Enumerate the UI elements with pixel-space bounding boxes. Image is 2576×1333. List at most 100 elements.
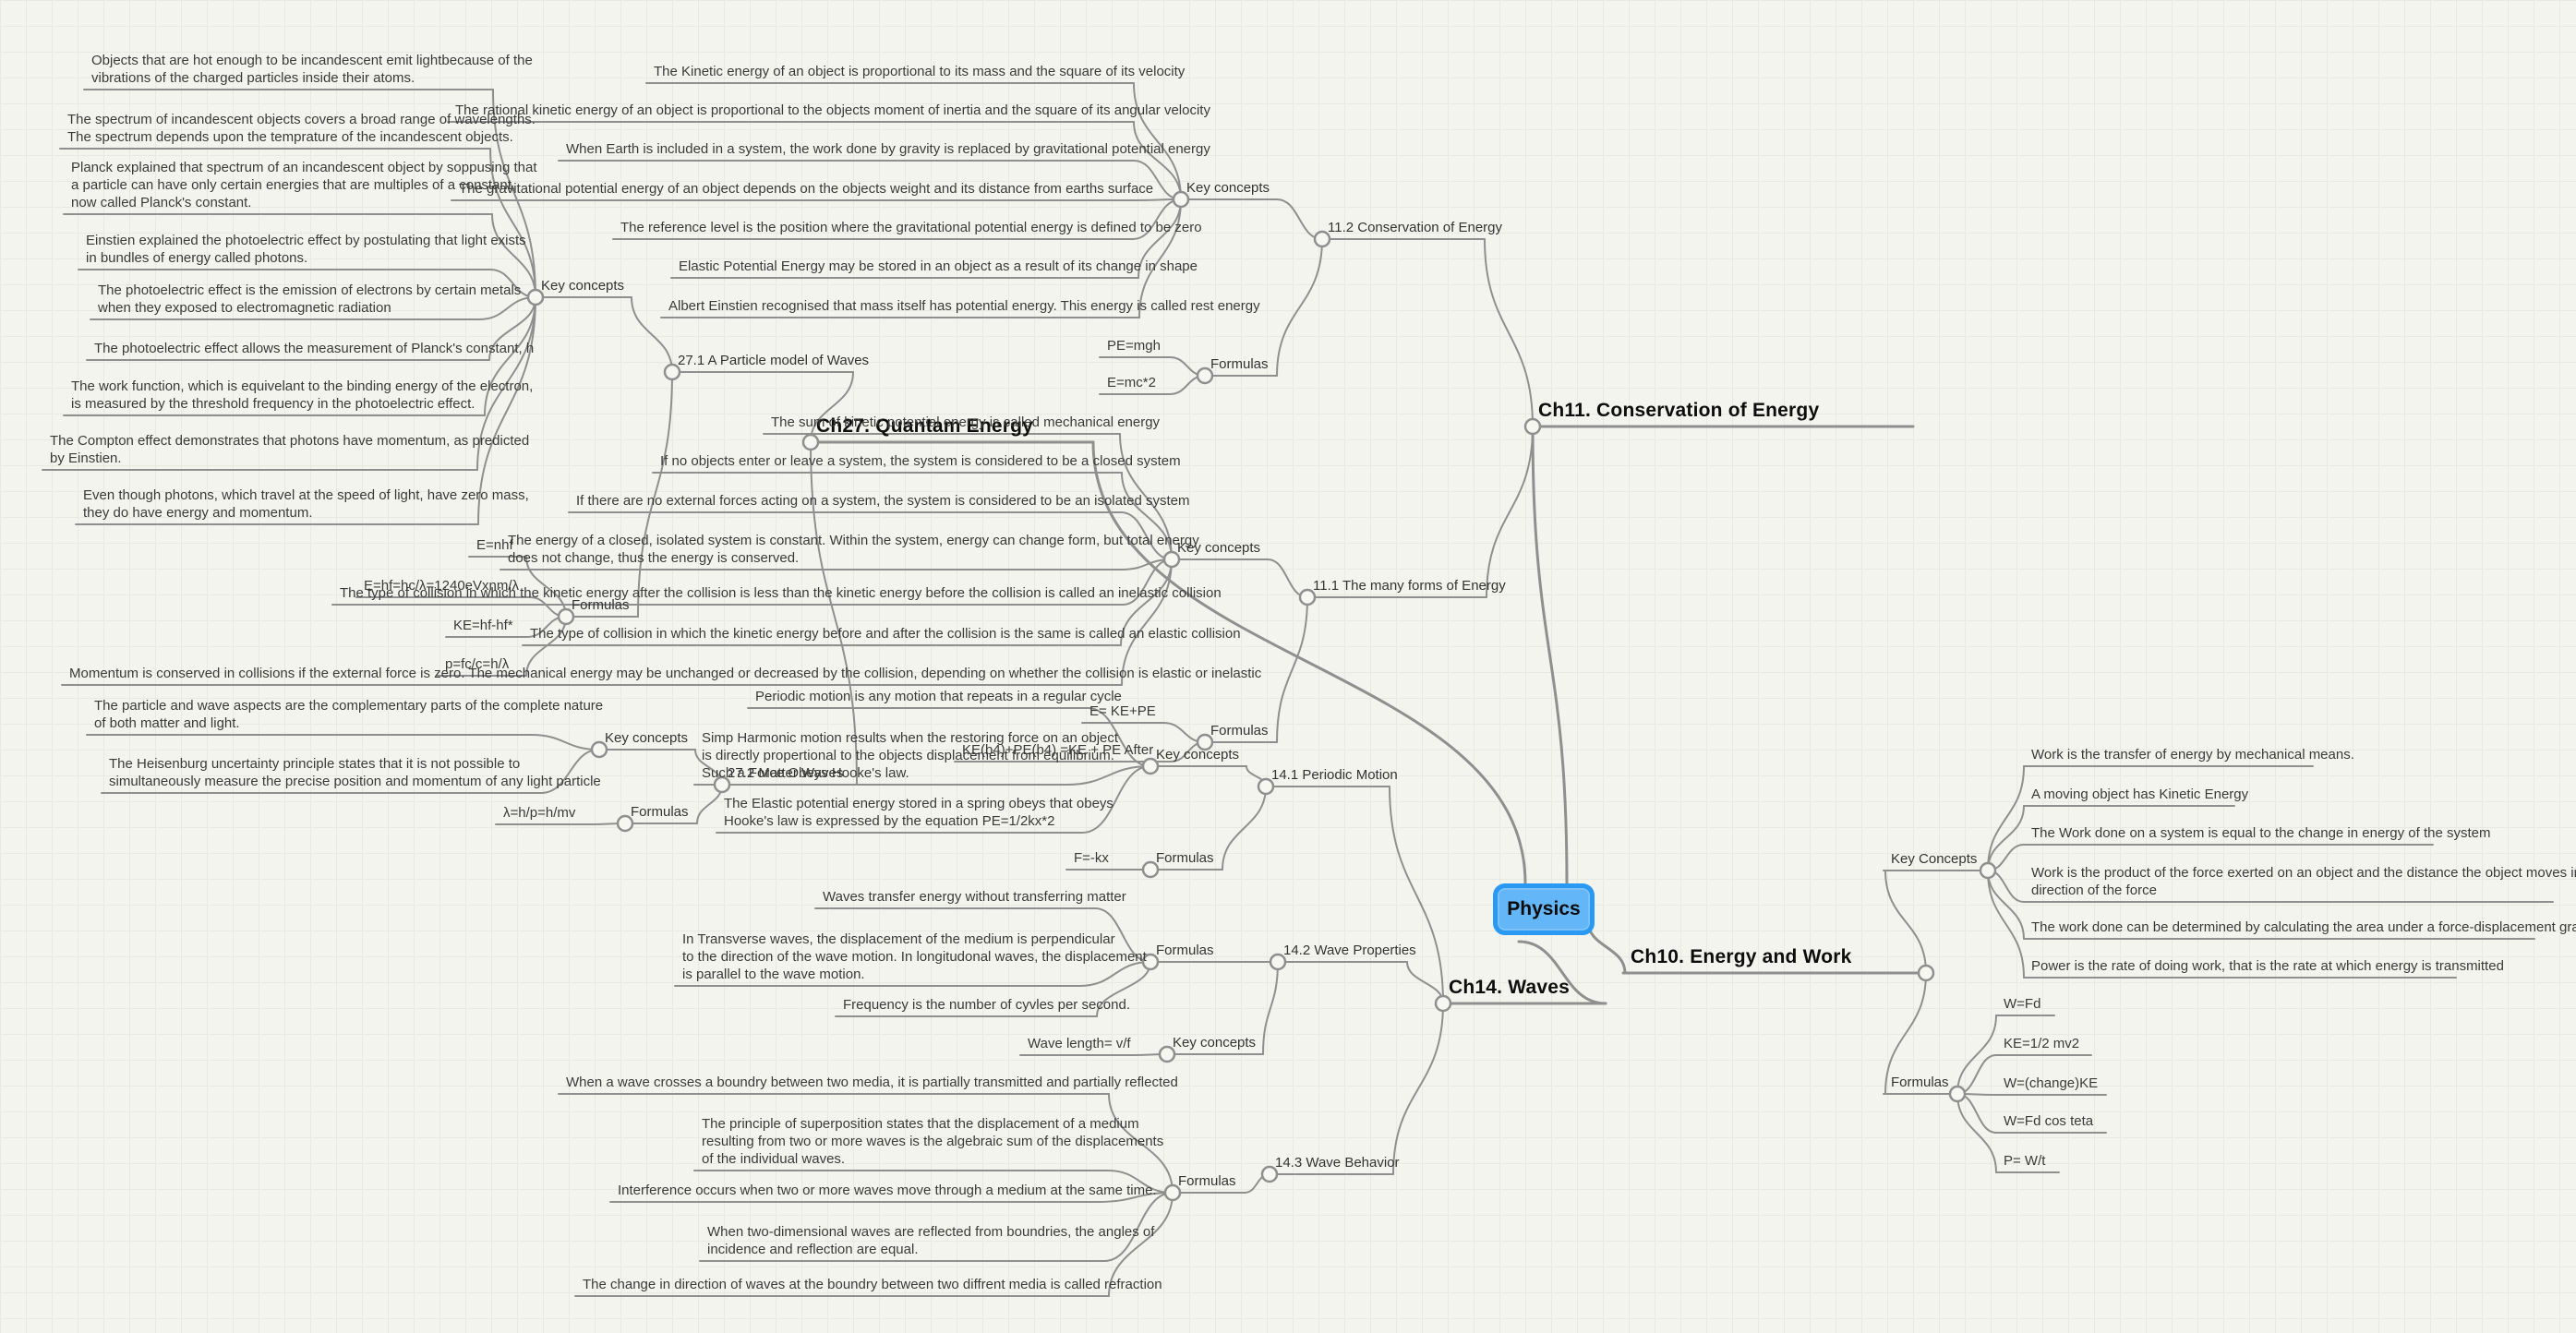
topic-q8[interactable]: The Compton effect demonstrates that pho… [50, 432, 529, 467]
topic-k4[interactable]: Work is the product of the force exerted… [2031, 864, 2576, 899]
topic-q3[interactable]: Planck explained that spectrum of an inc… [71, 159, 537, 211]
topic-e4[interactable]: The gravitational potential energy of an… [459, 180, 1153, 198]
branch-junction[interactable] [1162, 550, 1181, 569]
topic-e5[interactable]: The reference level is the position wher… [620, 219, 1202, 236]
branch-junction[interactable] [1948, 1085, 1967, 1103]
topic-p1[interactable]: Periodic motion is any motion that repea… [755, 688, 1122, 705]
topic-k5[interactable]: The work done can be determined by calcu… [2031, 919, 2576, 936]
topic-wv2[interactable]: In Transverse waves, the displacement of… [682, 931, 1147, 983]
topic-cf1[interactable]: PE=mgh [1107, 337, 1161, 354]
topic-e2[interactable]: The rational kinetic energy of an object… [455, 102, 1210, 119]
topic-q5[interactable]: The photoelectric effect is the emission… [98, 282, 521, 317]
topic-cf2[interactable]: E=mc*2 [1107, 374, 1156, 391]
topic-ch14-title[interactable]: Ch14. Waves [1449, 976, 1570, 1000]
branch-junction[interactable] [616, 814, 634, 833]
topic-ch10-title[interactable]: Ch10. Energy and Work [1631, 945, 1852, 969]
topic-s112[interactable]: 11.2 Conservation of Energy [1328, 219, 1502, 236]
branch-junction[interactable] [1196, 733, 1214, 751]
topic-wv1[interactable]: Waves transfer energy without transferri… [823, 888, 1126, 906]
topic-ch27-title[interactable]: Ch27. Quantam Energy [816, 414, 1033, 438]
branch-junction[interactable] [1172, 190, 1190, 209]
branch-junction[interactable] [1141, 860, 1160, 879]
topic-k3[interactable]: The Work done on a system is equal to th… [2031, 824, 2491, 842]
topic-mf2[interactable]: KE(b4)+PE(b4) =KE + PE After [962, 741, 1153, 759]
topic-qf4[interactable]: p=fc/c=h/λ [445, 655, 509, 673]
topic-fm112[interactable]: Formulas [1210, 355, 1269, 373]
topic-q9[interactable]: Even though photons, which travel at the… [83, 486, 529, 522]
topic-fm141[interactable]: Formulas [1156, 849, 1214, 867]
branch-junction[interactable] [1260, 1165, 1279, 1183]
topic-fm111[interactable]: Formulas [1210, 722, 1269, 739]
topic-p3[interactable]: The Elastic potential energy stored in a… [724, 795, 1113, 830]
topic-k6[interactable]: Power is the rate of doing work, that is… [2031, 957, 2504, 975]
topic-k1[interactable]: Work is the transfer of energy by mechan… [2031, 746, 2354, 763]
branch-junction[interactable] [1141, 757, 1160, 775]
branch-junction[interactable] [1196, 366, 1214, 385]
topic-e1[interactable]: The Kinetic energy of an object is propo… [654, 63, 1185, 80]
branch-junction[interactable] [1917, 964, 1935, 982]
topic-s142[interactable]: 14.2 Wave Properties [1283, 942, 1416, 959]
branch-junction[interactable] [1141, 953, 1160, 971]
topic-wf5[interactable]: P= W/t [2004, 1152, 2045, 1170]
topic-wf4[interactable]: W=Fd cos teta [2004, 1112, 2093, 1130]
branch-junction[interactable] [1979, 861, 1997, 880]
topic-m1[interactable]: The sum of kinetic potential energy is c… [771, 414, 1160, 431]
topic-b1[interactable]: When a wave crosses a boundry between tw… [566, 1074, 1178, 1091]
topic-kc142[interactable]: Key concepts [1173, 1034, 1256, 1051]
topic-q2[interactable]: The spectrum of incandescent objects cov… [67, 111, 536, 146]
branch-junction[interactable] [526, 288, 545, 306]
topic-k2[interactable]: A moving object has Kinetic Energy [2031, 786, 2248, 803]
topic-p2[interactable]: Simp Harmonic motion results when the re… [702, 729, 1118, 782]
topic-s143[interactable]: 14.3 Wave Behavior [1275, 1154, 1400, 1171]
topic-mf1[interactable]: E= KE+PE [1089, 703, 1156, 720]
topic-qf1[interactable]: E=nhf [476, 536, 513, 554]
topic-wf3[interactable]: W=(change)KE [2004, 1075, 2098, 1092]
topic-s111[interactable]: 11.1 The many forms of Energy [1313, 577, 1506, 594]
branch-junction[interactable] [1298, 588, 1317, 606]
topic-wf1[interactable]: W=Fd [2004, 995, 2040, 1013]
topic-m4[interactable]: The energy of a closed, isolated system … [508, 532, 1199, 567]
topic-qf3[interactable]: KE=hf-hf* [453, 617, 513, 634]
branch-junction[interactable] [1257, 777, 1275, 796]
branch-junction[interactable] [1523, 417, 1542, 436]
topic-fm142[interactable]: Formulas [1156, 942, 1214, 959]
topic-b3[interactable]: Interference occurs when two or more wav… [618, 1182, 1157, 1199]
topic-kc272[interactable]: Key concepts [605, 729, 688, 747]
topic-fm10[interactable]: Formulas [1891, 1074, 1949, 1091]
topic-q1[interactable]: Objects that are hot enough to be incand… [91, 52, 533, 87]
branch-junction[interactable] [713, 775, 731, 794]
topic-ch11-title[interactable]: Ch11. Conservation of Energy [1538, 399, 1819, 423]
topic-m5[interactable]: The type of collision in which the kinet… [340, 584, 1222, 602]
topic-q4[interactable]: Einstien explained the photoelectric eff… [86, 232, 526, 267]
topic-kc10[interactable]: Key Concepts [1891, 850, 1977, 868]
topic-m2[interactable]: If no objects enter or leave a system, t… [660, 452, 1181, 470]
topic-e6[interactable]: Elastic Potential Energy may be stored i… [679, 258, 1198, 275]
topic-wl1[interactable]: Wave length= v/f [1028, 1035, 1131, 1052]
topic-m6[interactable]: The type of collision in which the kinet… [530, 625, 1241, 642]
topic-s271[interactable]: 27.1 A Particle model of Waves [678, 352, 869, 369]
branch-junction[interactable] [557, 607, 575, 626]
topic-w1[interactable]: The particle and wave aspects are the co… [94, 697, 603, 732]
topic-s141[interactable]: 14.1 Periodic Motion [1271, 766, 1398, 784]
topic-b5[interactable]: The change in direction of waves at the … [583, 1276, 1162, 1293]
topic-b2[interactable]: The principle of superposition states th… [702, 1115, 1163, 1168]
topic-q7[interactable]: The work function, which is equivelant t… [71, 378, 533, 413]
topic-qf2[interactable]: E=hf=hc/λ=1240eVxnm/λ [364, 577, 519, 594]
topic-fm27[interactable]: Formulas [572, 596, 630, 614]
branch-junction[interactable] [1163, 1183, 1182, 1202]
topic-m7[interactable]: Momentum is conserved in collisions if t… [69, 665, 1261, 682]
topic-wv3[interactable]: Frequency is the number of cyvles per se… [843, 996, 1130, 1014]
topic-w2[interactable]: The Heisenburg uncertainty principle sta… [109, 755, 601, 790]
branch-junction[interactable] [1269, 953, 1287, 971]
branch-junction[interactable] [1313, 230, 1331, 248]
branch-junction[interactable] [1158, 1045, 1176, 1063]
root-topic-physics[interactable]: Physics [1493, 883, 1595, 935]
branch-junction[interactable] [590, 740, 608, 759]
topic-kc141[interactable]: Key concepts [1156, 746, 1239, 763]
topic-fm272[interactable]: Formulas [631, 803, 689, 821]
topic-e3[interactable]: When Earth is included in a system, the … [566, 140, 1210, 158]
topic-pf1[interactable]: F=-kx [1074, 849, 1109, 867]
topic-kc112[interactable]: Key concepts [1186, 179, 1270, 197]
topic-q6[interactable]: The photoelectric effect allows the meas… [94, 340, 534, 357]
